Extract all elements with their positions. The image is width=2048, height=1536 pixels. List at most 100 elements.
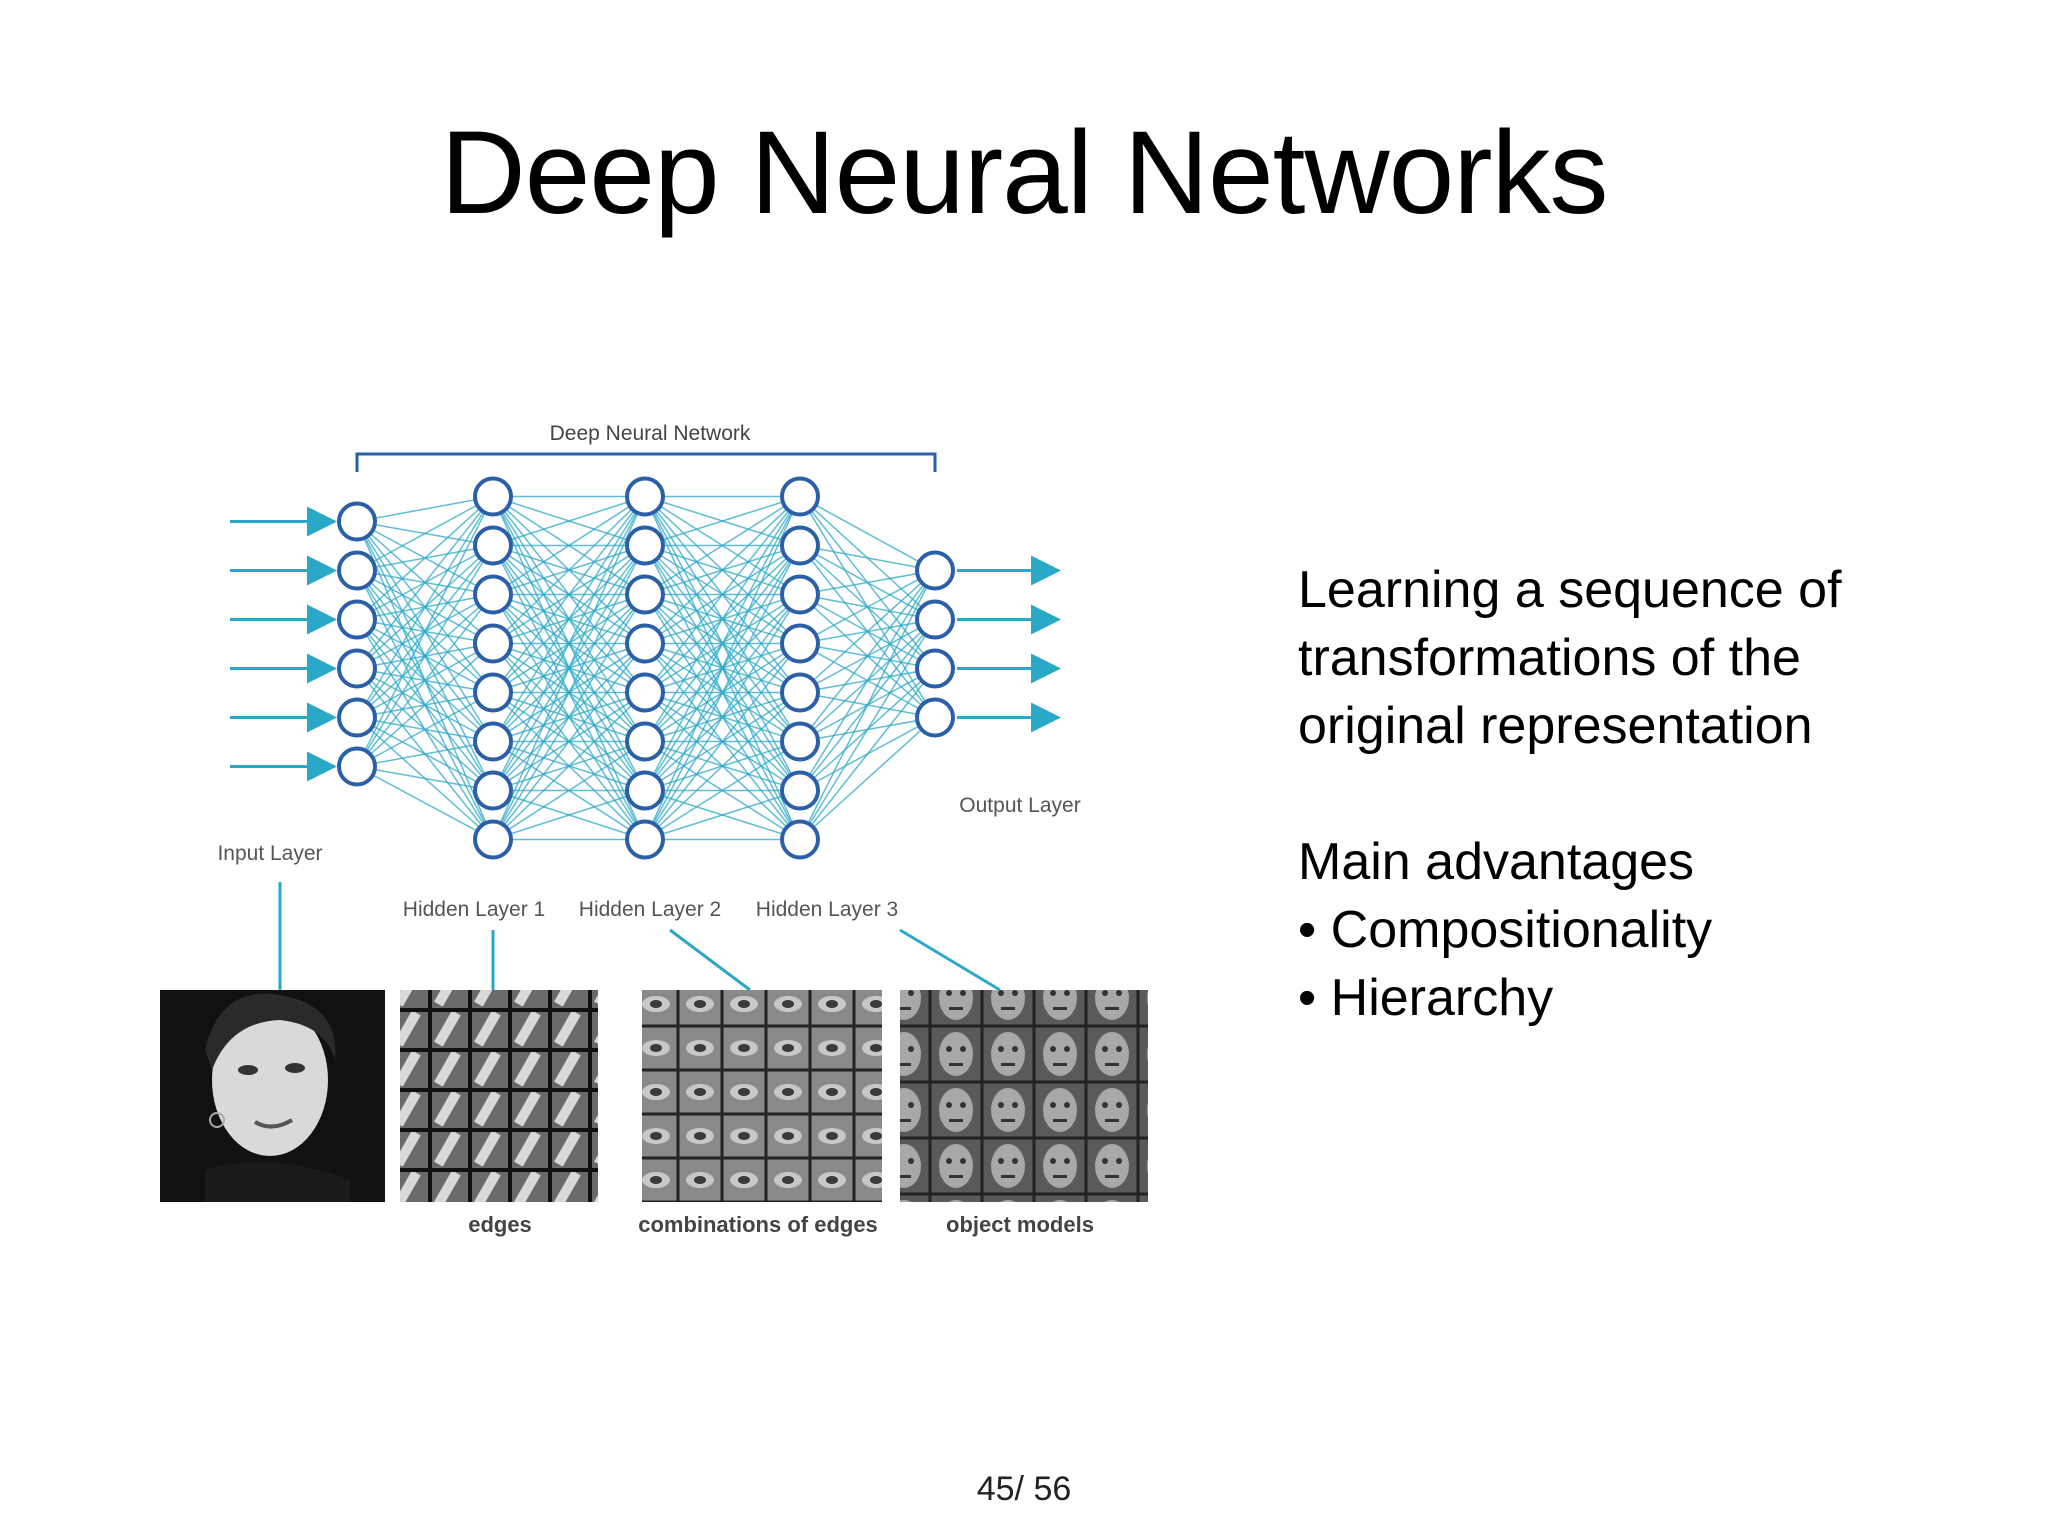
neuron-node [780,721,820,762]
explanation-line-3: original representation [1298,697,1813,755]
connection-line [799,569,936,645]
face-part-filters-image [642,990,882,1202]
neuron-node [337,746,377,787]
neuron-node [780,770,820,811]
neuron-node [625,623,665,664]
connection-line [644,691,801,841]
connection-line [492,496,646,791]
connection-line [492,496,646,742]
connection-line [644,545,801,840]
connection-line [356,765,494,792]
connection-line [492,691,646,841]
connection-line [644,495,801,547]
input-layer-label: Input Layer [217,842,322,865]
io-arrows [230,506,1061,782]
neuron-node [780,476,820,517]
output-layer-label: Output Layer [959,794,1080,817]
face-photo-image [160,990,385,1202]
layer-nodes [337,476,955,860]
object-models-label: object models [946,1212,1094,1237]
connection-line [356,495,494,572]
explanation-line-2: transformations of the [1298,629,1801,687]
bullet-hierarchy: • Hierarchy [1298,969,1554,1027]
connection-line [644,496,801,693]
connection-line [492,495,646,645]
connection-line [356,496,494,718]
neuron-node [915,599,955,640]
neuron-node [337,501,377,542]
bullet-compositionality: • Compositionality [1298,901,1713,959]
combinations-of-edges-label: combinations of edges [638,1212,878,1237]
neural-network-diagram: Deep Neural Network Input Layer Hidden L… [160,422,1148,1237]
connection-line [644,496,801,791]
neuron-node [780,819,820,860]
neuron-node [473,476,513,517]
neuron-node [625,476,665,517]
connection-line [492,594,646,840]
connection-line [799,619,936,840]
connector-hidden3 [899,928,1001,992]
edge-filters-image [400,990,598,1202]
connection-line [356,495,494,523]
advantages-heading: Main advantages [1298,833,1695,891]
neuron-node [915,697,955,738]
neuron-node [337,550,377,591]
neuron-node [780,672,820,713]
neuron-node [337,697,377,738]
connection-line [356,545,494,767]
page-number: 45/ 56 [976,1470,1072,1508]
network-bracket [355,452,937,472]
connection-line [356,765,494,841]
neuron-node [780,574,820,615]
neuron-node [915,648,955,689]
slide-title: Deep Neural Networks [440,107,1608,239]
neuron-node [780,623,820,664]
connection-line [799,570,936,791]
connection-line [644,643,801,840]
neuron-node [473,819,513,860]
connection-line [356,594,494,767]
connection-line [799,668,936,840]
face-model-filters-image [900,990,1148,1202]
connection-line [799,570,936,742]
connection-line [799,569,936,694]
connection-line [644,495,801,645]
connection-line [356,495,494,621]
hidden-layer-2-label: Hidden Layer 2 [579,898,721,921]
connection-line [644,496,801,742]
neuron-node [625,819,665,860]
neuron-node [473,623,513,664]
neuron-node [625,574,665,615]
neuron-node [473,574,513,615]
connection-line [492,496,646,840]
connection-line [644,594,801,840]
neuron-node [625,672,665,713]
hidden-layer-3-label: Hidden Layer 3 [756,898,898,921]
connection-line [492,740,646,841]
connection-line [492,495,646,547]
network-label: Deep Neural Network [550,422,751,445]
connection-line [492,643,646,840]
neuron-node [915,550,955,591]
connection-line [356,496,494,669]
connection-line [356,691,494,768]
neuron-node [473,770,513,811]
edges-label: edges [468,1212,532,1237]
connection-line [356,642,494,768]
neuron-node [337,648,377,689]
neuron-node [337,599,377,640]
connection-line [644,789,801,841]
neuron-node [780,525,820,566]
connection-line [492,545,646,840]
connector-hidden2 [669,928,751,992]
connection-line [799,495,936,572]
neuron-node [473,721,513,762]
explanation-line-1: Learning a sequence of [1298,561,1842,619]
connection-line [492,789,646,841]
connection-line [644,740,801,841]
neuron-node [625,525,665,566]
connection-line [799,716,936,841]
connection-line [356,496,494,767]
neuron-node [625,770,665,811]
